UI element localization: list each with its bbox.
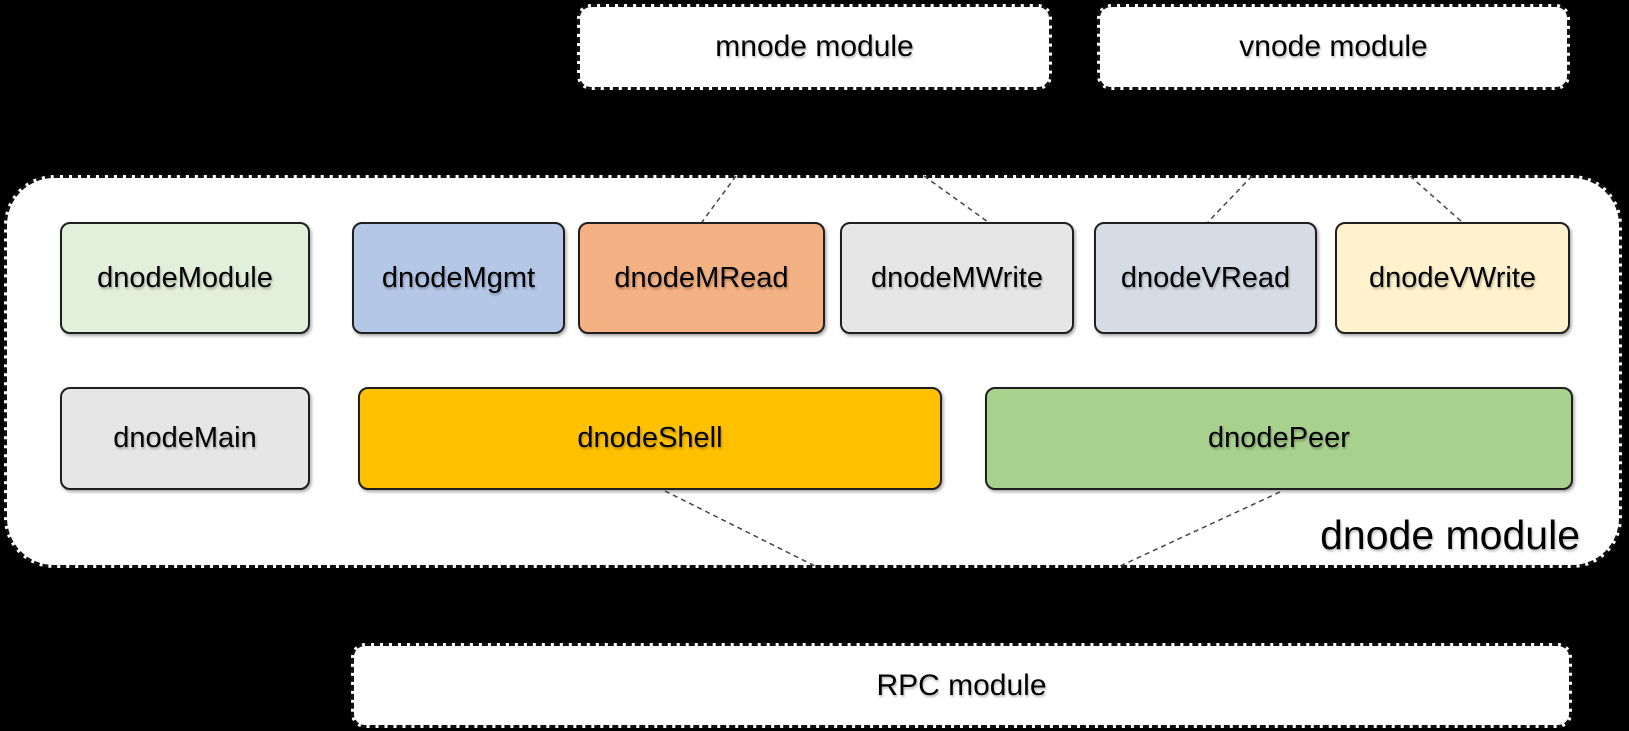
dnodeMRead-box: dnodeMRead (578, 222, 825, 334)
dnodeVWrite-label: dnodeVWrite (1368, 261, 1537, 294)
rpc-module-label: RPC module (876, 668, 1047, 702)
dnodeMWrite-box: dnodeMWrite (840, 222, 1074, 334)
rpc-module-box: RPC module (351, 643, 1572, 728)
mnode-module-box: mnode module (577, 4, 1052, 90)
dnode-module-label: dnode module (1320, 512, 1580, 558)
dnodeMRead-label: dnodeMRead (614, 261, 789, 294)
mnode-module-label: mnode module (715, 30, 914, 63)
dnodeVRead-label: dnodeVRead (1120, 261, 1291, 294)
dnodeMgmt-label: dnodeMgmt (381, 261, 536, 294)
dnodePeer-label: dnodePeer (1208, 422, 1350, 454)
vnode-module-box: vnode module (1097, 4, 1570, 90)
dnodePeer-box: dnodePeer (985, 387, 1573, 490)
dnodeModule-box: dnodeModule (60, 222, 310, 334)
dnodeShell-box: dnodeShell (358, 387, 942, 490)
dnodeMgmt-box: dnodeMgmt (352, 222, 565, 334)
dnodeModule-label: dnodeModule (97, 261, 273, 294)
dnodeShell-label: dnodeShell (577, 422, 723, 454)
vnode-module-label: vnode module (1239, 30, 1428, 63)
dnodeVWrite-box: dnodeVWrite (1335, 222, 1570, 334)
dnodeVRead-box: dnodeVRead (1094, 222, 1317, 334)
dnodeMain-label: dnodeMain (113, 422, 257, 454)
dnodeMWrite-label: dnodeMWrite (871, 261, 1043, 294)
dnodeMain-box: dnodeMain (60, 387, 310, 490)
